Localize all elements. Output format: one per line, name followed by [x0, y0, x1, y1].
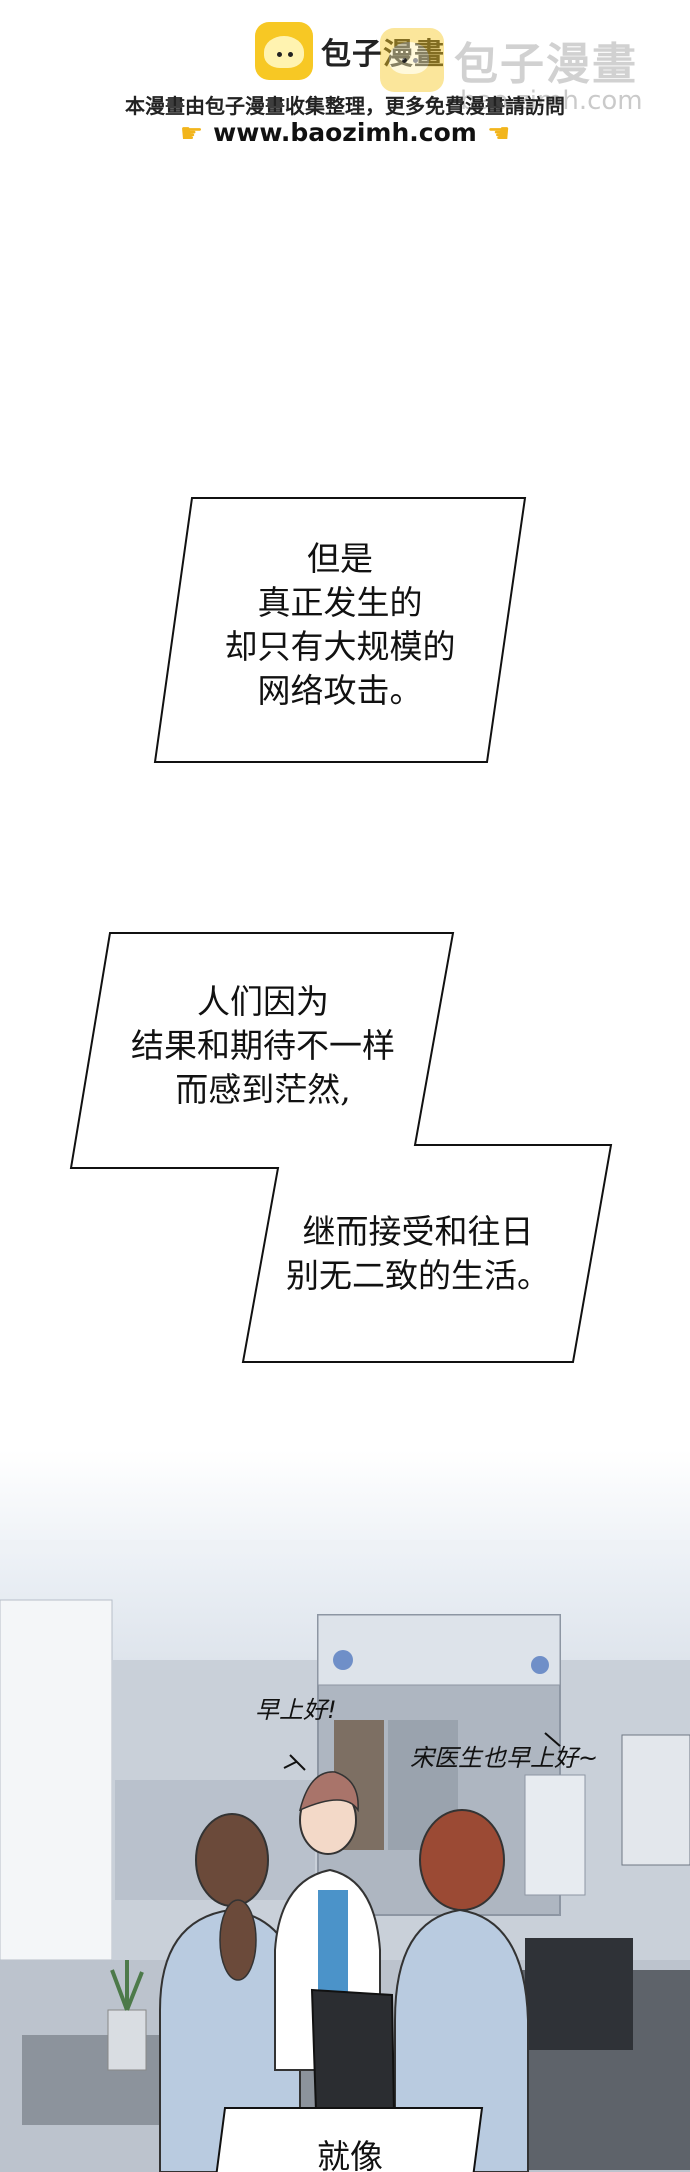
- watermark-notice: 本漫畫由包子漫畫收集整理，更多免費漫畫請訪問: [125, 94, 565, 118]
- narration-text-3: 继而接受和往日 别无二致的生活。: [286, 1212, 550, 1295]
- watermark-ghost-url: bao.zimh.com: [460, 86, 643, 116]
- hospital-scene-art: [0, 1540, 690, 2172]
- watermark-site-row: ☛ www.baozimh.com ☛: [0, 118, 690, 149]
- watermark-ghost-logo: 包子漫畫: [380, 28, 638, 92]
- watermark-ghost-brand: 包子漫畫: [454, 39, 638, 90]
- pointing-hand-icon: ☛: [486, 119, 511, 149]
- bun-mascot-ghost-icon: [380, 28, 444, 92]
- narration-box-1-frame: [153, 497, 527, 763]
- narration-box-1: 但是 真正发生的 却只有大规模的 网络攻击。: [150, 495, 530, 765]
- watermark-header: 包子漫畫 包子漫畫 bao.zimh.com 本漫畫由包子漫畫收集整理，更多免費…: [0, 0, 690, 160]
- bun-mascot-icon: [255, 22, 313, 80]
- narration-box-4-frame: [215, 2107, 484, 2172]
- narration-box-4: 就像: [210, 2105, 490, 2172]
- hospital-scene-illustration: 早上好! 宋医生也早上好~ 就像: [0, 1450, 690, 2172]
- watermark-brand: 包子漫畫: [321, 29, 445, 73]
- sfx-good-morning: 早上好!: [255, 1696, 337, 1724]
- watermark-logo: 包子漫畫: [255, 22, 445, 80]
- narration-text-1: 但是 真正发生的 却只有大规模的 网络攻击。: [224, 539, 456, 710]
- narration-box-2: 人们因为 结果和期待不一样 而感到茫然, 继而接受和往日 别无二致的生活。: [68, 930, 613, 1365]
- narration-text-2: 人们因为 结果和期待不一样 而感到茫然,: [131, 982, 395, 1109]
- narration-text-4: 就像: [317, 2137, 383, 2172]
- sfx-doctor-song-morning: 宋医生也早上好~: [410, 1744, 599, 1772]
- narration-box-2-frame: [69, 932, 613, 1363]
- watermark-site-link[interactable]: www.baozimh.com: [213, 118, 477, 147]
- pointing-hand-icon: ☛: [179, 119, 204, 149]
